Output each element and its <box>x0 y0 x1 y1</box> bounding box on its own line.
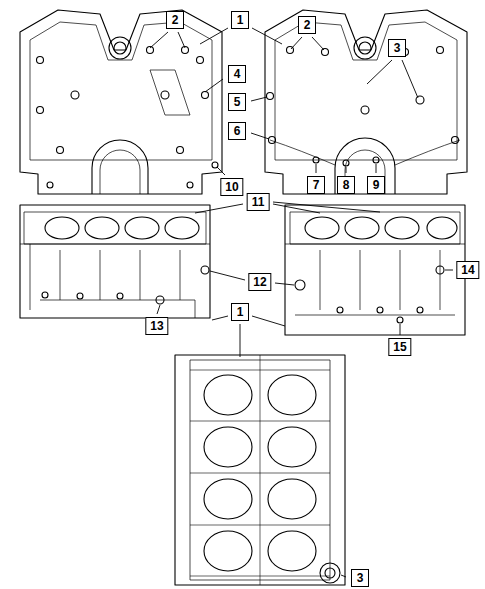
callout-number: 12 <box>248 273 271 291</box>
block-side-view-right <box>285 205 465 335</box>
callout-number: 2 <box>298 16 316 34</box>
callout-number: 15 <box>388 338 411 356</box>
callout-number: 2 <box>166 11 184 29</box>
callout-number: 11 <box>247 193 270 211</box>
block-bottom-view <box>175 355 345 585</box>
callout-number: 9 <box>367 176 385 194</box>
callout-number: 6 <box>228 122 246 140</box>
callout-number: 1 <box>231 303 249 321</box>
leader-lines <box>150 28 453 577</box>
block-front-view <box>20 10 222 194</box>
callout-number: 3 <box>388 39 406 57</box>
callout-number: 8 <box>337 176 355 194</box>
block-side-view-left <box>20 205 210 318</box>
callout-number: 3 <box>351 569 369 587</box>
callout-number: 7 <box>307 176 325 194</box>
callout-number: 14 <box>456 261 479 279</box>
callout-number: 5 <box>228 93 246 111</box>
callout-number: 4 <box>228 65 246 83</box>
callout-number: 13 <box>145 317 168 335</box>
callout-number: 1 <box>231 11 249 29</box>
block-rear-view <box>265 10 467 194</box>
callout-number: 10 <box>220 178 243 196</box>
